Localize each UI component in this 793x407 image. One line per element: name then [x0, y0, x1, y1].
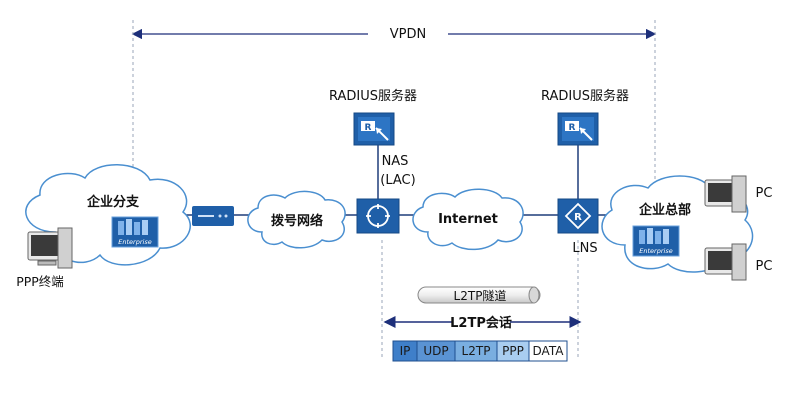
svg-text:R: R — [365, 123, 372, 133]
lns-label: LNS — [572, 241, 597, 256]
pc-bottom-label: PC — [756, 259, 773, 274]
branch-enterprise-icon: Enterprise — [111, 216, 159, 248]
packet-header-ppp: PPP — [502, 344, 524, 358]
vpdn-label: VPDN — [390, 27, 426, 42]
dialup-label: 拨号网络 — [271, 213, 323, 229]
session-label: L2TP会话 — [450, 315, 512, 331]
lac-label: (LAC) — [380, 173, 415, 188]
nas-lac-router-icon — [356, 198, 400, 234]
pc-top-computer-icon — [704, 175, 747, 213]
hq-label: 企业总部 — [638, 202, 691, 218]
vpdn-span-arrow: VPDN — [131, 27, 657, 42]
radius-left-label: RADIUS服务器 — [329, 88, 417, 104]
packet-header-ip: IP — [400, 344, 411, 358]
branch-enterprise-text: Enterprise — [118, 238, 151, 246]
pc-top-label: PC — [756, 186, 773, 201]
radius-right-label: RADIUS服务器 — [541, 88, 629, 104]
svg-text:R: R — [569, 123, 576, 133]
dialup-cloud: 拨号网络 — [247, 190, 346, 249]
packet-header-data: DATA — [533, 344, 565, 358]
svg-text:R: R — [574, 212, 582, 223]
l2tp-session-arrow: L2TP会话 — [383, 315, 582, 331]
ppp-terminal-label: PPP终端 — [16, 274, 64, 289]
ppp-terminal-computer-icon — [27, 227, 73, 269]
packet-format: IP UDP L2TP PPP DATA — [392, 340, 568, 362]
modem-icon — [192, 206, 234, 226]
l2tp-tunnel-pipe: L2TP隧道 — [417, 286, 541, 304]
internet-cloud: Internet — [412, 188, 524, 251]
internet-label: Internet — [438, 212, 498, 227]
packet-header-l2tp: L2TP — [462, 344, 491, 358]
hq-enterprise-text: Enterprise — [639, 247, 672, 255]
lns-router-icon: R — [557, 198, 599, 234]
packet-header-udp: UDP — [423, 344, 448, 358]
tunnel-label: L2TP隧道 — [454, 288, 507, 303]
hq-enterprise-icon: Enterprise — [632, 225, 680, 257]
radius-right-server-icon: R — [557, 112, 599, 146]
pc-bottom-computer-icon — [704, 243, 747, 281]
radius-left-server-icon: R — [353, 112, 395, 146]
branch-label: 企业分支 — [86, 194, 140, 210]
nas-label: NAS — [382, 154, 409, 169]
